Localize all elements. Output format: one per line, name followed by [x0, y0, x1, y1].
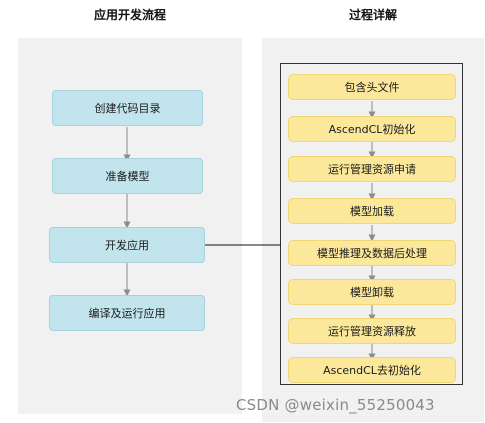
detail-step-acl-finalize: AscendCL去初始化 — [288, 357, 456, 383]
flow-step-prepare-model: 准备模型 — [52, 158, 203, 194]
detail-step-inference: 模型推理及数据后处理 — [288, 240, 456, 266]
detail-step-model-unload: 模型卸载 — [288, 279, 456, 305]
watermark: CSDN @weixin_55250043 — [236, 396, 435, 414]
detail-step-include-headers: 包含头文件 — [288, 74, 456, 100]
flow-step-develop-app: 开发应用 — [49, 227, 205, 263]
detail-frame — [280, 63, 463, 385]
flow-step-build-run: 编译及运行应用 — [49, 295, 205, 331]
detail-step-resource-release: 运行管理资源释放 — [288, 318, 456, 344]
detail-step-acl-init: AscendCL初始化 — [288, 116, 456, 142]
flow-step-create-dir: 创建代码目录 — [52, 90, 203, 126]
detail-step-model-load: 模型加载 — [288, 198, 456, 224]
detail-step-resource-alloc: 运行管理资源申请 — [288, 156, 456, 182]
detail-heading: 过程详解 — [348, 8, 397, 22]
flow-heading: 应用开发流程 — [93, 8, 166, 22]
